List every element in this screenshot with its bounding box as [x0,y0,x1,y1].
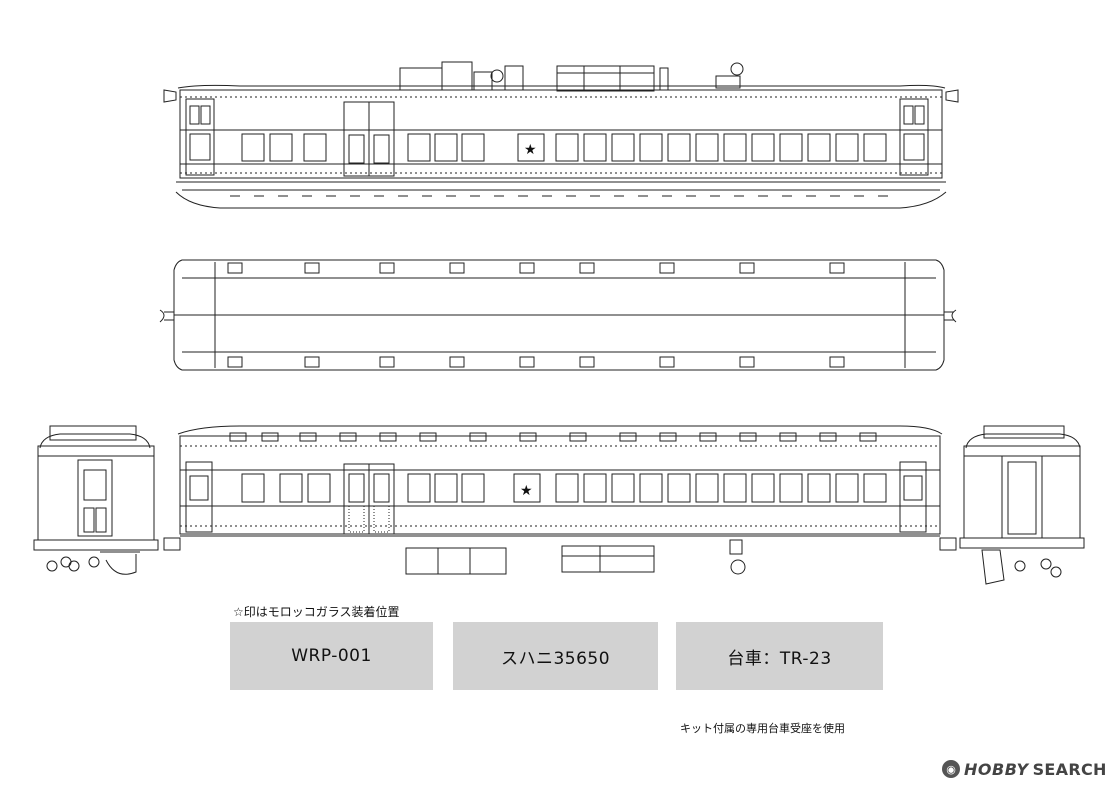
roof-vents-side [229,432,877,442]
side-view-bottom: ★ [163,425,957,575]
watermark-hobby-text: HOBBY [964,759,1029,779]
bogie-mount-note: キット付属の専用台車受座を使用 [680,722,845,735]
side-view-top: ★ [163,61,959,209]
hobby-search-logo-icon: ◉ [942,760,960,778]
roof-plan-view [159,259,957,371]
end-view-left [33,425,159,575]
bogie-label: 台車：TR-23 [676,622,883,690]
svg-text:★: ★ [524,142,537,158]
roof-vents [227,262,845,368]
hobby-search-watermark: ◉ HOBBY SEARCH [942,758,1105,780]
end-view-right [959,425,1085,585]
windows-top [241,133,887,162]
windows-bottom [241,473,887,503]
product-code-label: WRP-001 [230,622,433,690]
watermark-search-text: SEARCH [1032,759,1105,779]
car-type-label: スハニ35650 [453,622,658,690]
star-mark-note: ☆印はモロッコガラス装着位置 [233,605,400,619]
svg-text:★: ★ [520,483,533,499]
roof-equipment [399,61,744,92]
underfloor-equipment [163,537,957,575]
